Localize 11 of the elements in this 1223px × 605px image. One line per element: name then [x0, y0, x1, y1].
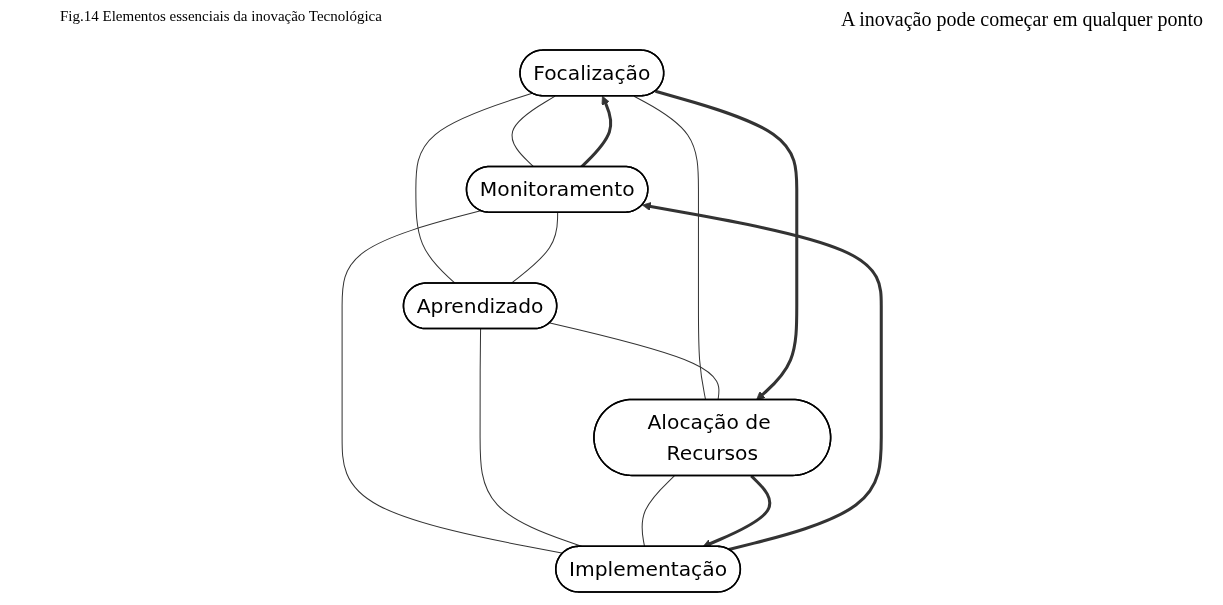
connector [633, 95, 706, 401]
figure-title: Fig.14 Elementos essenciais da inovação Tecnológica [60, 8, 382, 26]
arrow [641, 202, 883, 552]
arrow [654, 89, 799, 401]
connector [511, 95, 556, 168]
note-text: A inovação pode começar em qualquer ponto [840, 8, 1203, 30]
connector [641, 475, 675, 548]
arrow [702, 474, 772, 548]
connector [549, 322, 720, 401]
connector [510, 212, 558, 285]
connector [415, 92, 533, 285]
